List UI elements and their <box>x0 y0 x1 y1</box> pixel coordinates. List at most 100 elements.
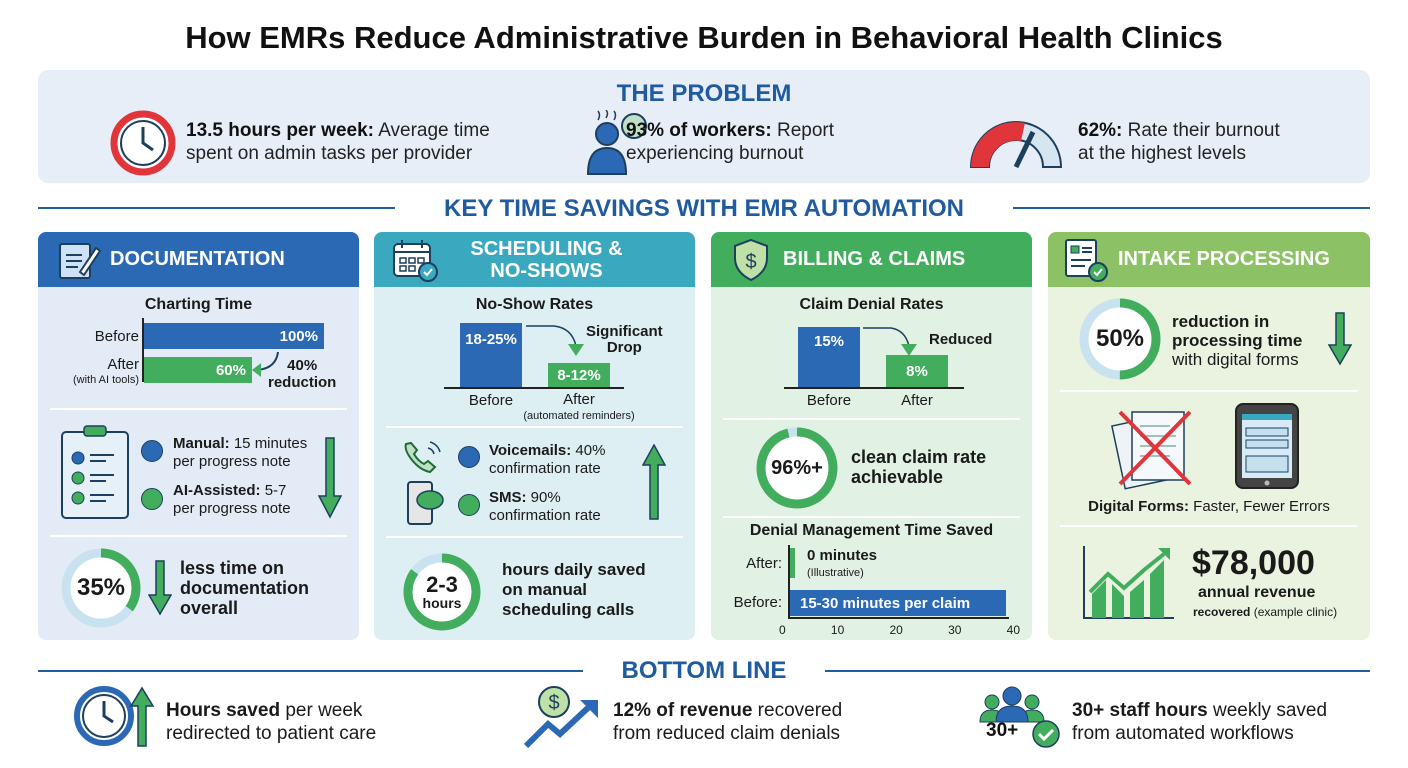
after-value: 0 minutes(Illustrative) <box>807 547 878 580</box>
crossed-paper-forms-icon <box>1111 410 1192 490</box>
denial-management-title: Denial Management Time Saved <box>749 522 994 539</box>
down-arrow-icon <box>318 437 342 519</box>
processing-ring <box>1079 298 1161 380</box>
bottom-item-revenue: 12% of revenue recovered from reduced cl… <box>613 700 843 744</box>
divider <box>1013 207 1370 209</box>
burnout-person-icon <box>586 110 647 175</box>
tick-label: 40 <box>1006 623 1020 637</box>
after-bar: 8% <box>886 355 948 387</box>
dollar-growth-icon: $ <box>523 686 598 749</box>
svg-text:$: $ <box>745 251 756 273</box>
voicemail-stat: Voicemails: 40% confirmation rate <box>489 442 606 477</box>
revenue-label: annual revenue <box>1198 584 1316 601</box>
clipboard-pen-icon <box>59 243 102 279</box>
ring-caption: less time on documentation overall <box>180 558 309 618</box>
ring-value: 35% <box>76 574 126 601</box>
problem-item-highest: 62%: Rate their burnout at the highest l… <box>1078 120 1280 164</box>
ai-assisted-stat: AI-Assisted: 5-7 per progress note <box>173 482 291 517</box>
staff-hours-badge: 30+ <box>986 720 1019 741</box>
checklist-clipboard-icon <box>61 425 129 519</box>
phone-icon <box>404 441 441 474</box>
problem-item-hours: 13.5 hours per week: Average time spent … <box>186 120 490 164</box>
drop-label: Significant Drop <box>586 323 663 356</box>
growth-chart-icon <box>1083 546 1174 619</box>
problem-item-burnout: 93% of workers: Report experiencing burn… <box>626 120 835 164</box>
documentation-card: DOCUMENTATION Charting Time Before 100% … <box>38 232 359 640</box>
scheduling-title: SCHEDULING & NO-SHOWS <box>470 238 623 282</box>
ring-progress-arc <box>61 548 141 628</box>
hours-ring <box>403 553 481 631</box>
clock-up-arrow-icon <box>74 686 155 747</box>
ring-progress-arc <box>1079 298 1161 380</box>
svg-text:$: $ <box>548 692 559 714</box>
revenue-value: $78,000 <box>1192 544 1315 582</box>
reduced-label: Reduced <box>929 331 993 348</box>
before-bar: 15-30 minutes per claim <box>790 590 1006 616</box>
after-bar <box>790 548 796 578</box>
page-title: How EMRs Reduce Administrative Burden in… <box>185 20 1223 55</box>
savings-heading: KEY TIME SAVINGS WITH EMR AUTOMATION <box>443 195 964 222</box>
after-label: After: <box>746 555 782 572</box>
claim-denial-title: Claim Denial Rates <box>799 296 944 313</box>
tick-label: 30 <box>948 623 962 637</box>
sms-stat: SMS: 90% confirmation rate <box>489 489 601 524</box>
before-bar: 15% <box>798 327 860 387</box>
form-check-icon <box>1065 239 1108 282</box>
ring-value: 96%+ <box>771 457 823 479</box>
after-label: After <box>901 392 933 409</box>
bottom-item-staff: 30+ staff hours weekly saved from automa… <box>1072 700 1328 744</box>
ring-value: 50% <box>1095 325 1145 352</box>
ring-progress-arc <box>403 553 481 631</box>
billing-title: BILLING & CLAIMS <box>783 248 966 270</box>
shield-dollar-icon: $ <box>734 238 768 282</box>
curved-arrow-icon <box>526 325 584 356</box>
curved-arrow-icon <box>863 327 917 356</box>
clean-claim-ring <box>756 427 838 509</box>
revenue-note: recovered (example clinic) <box>1193 605 1338 619</box>
intake-card: INTAKE PROCESSING 50% reduction in proce… <box>1048 232 1370 640</box>
before-label: Before <box>806 392 852 409</box>
after-bar: 60% <box>144 357 252 383</box>
digital-forms-caption: Digital Forms: Faster, Fewer Errors <box>1088 498 1330 515</box>
billing-card: $ BILLING & CLAIMS Claim Denial Rates 15… <box>711 232 1032 640</box>
bottom-line-heading: BOTTOM LINE <box>621 657 787 684</box>
staff-group-icon <box>979 686 1060 748</box>
before-bar: 100% <box>144 323 324 349</box>
sms-phone-icon <box>407 481 444 525</box>
documentation-title: DOCUMENTATION <box>110 248 285 270</box>
manual-stat: Manual: 15 minutes per progress note <box>173 435 308 470</box>
problem-heading: THE PROBLEM <box>616 80 792 107</box>
up-arrow-icon <box>642 444 666 520</box>
down-arrow-icon <box>148 560 172 616</box>
divider <box>38 207 395 209</box>
before-label: Before <box>94 328 139 345</box>
ring-progress-arc <box>756 427 838 509</box>
reduction-label: 40% reduction <box>268 357 337 391</box>
down-arrow-icon <box>1328 312 1352 366</box>
divider <box>38 670 583 672</box>
after-label: After(with AI tools) <box>72 356 139 386</box>
tick-label: 20 <box>889 623 903 637</box>
divider <box>825 670 1370 672</box>
charting-time-title: Charting Time <box>144 296 253 313</box>
ring-caption: hours daily saved on manual scheduling c… <box>502 560 646 619</box>
intake-title: INTAKE PROCESSING <box>1118 248 1330 270</box>
no-show-rates-title: No-Show Rates <box>475 296 594 313</box>
clock-icon <box>110 110 176 176</box>
problem-panel: THE PROBLEM 13.5 hours per week: Average… <box>38 70 1370 183</box>
burnout-gauge-icon <box>969 121 1063 169</box>
scheduling-card: SCHEDULING & NO-SHOWS No-Show Rates 18-2… <box>374 232 695 640</box>
before-bar: 18-25% <box>460 323 522 387</box>
after-bar: 8-12% <box>548 363 610 387</box>
calendar-check-icon <box>393 240 438 282</box>
ring-caption: clean claim rate achievable <box>851 447 987 487</box>
after-label: After(automated reminders) <box>523 391 635 422</box>
curved-arrow-icon <box>252 351 279 377</box>
tick-label: 0 <box>779 623 786 637</box>
before-label: Before: <box>733 594 782 611</box>
before-label: Before <box>468 392 514 409</box>
tablet-form-icon <box>1235 403 1299 489</box>
